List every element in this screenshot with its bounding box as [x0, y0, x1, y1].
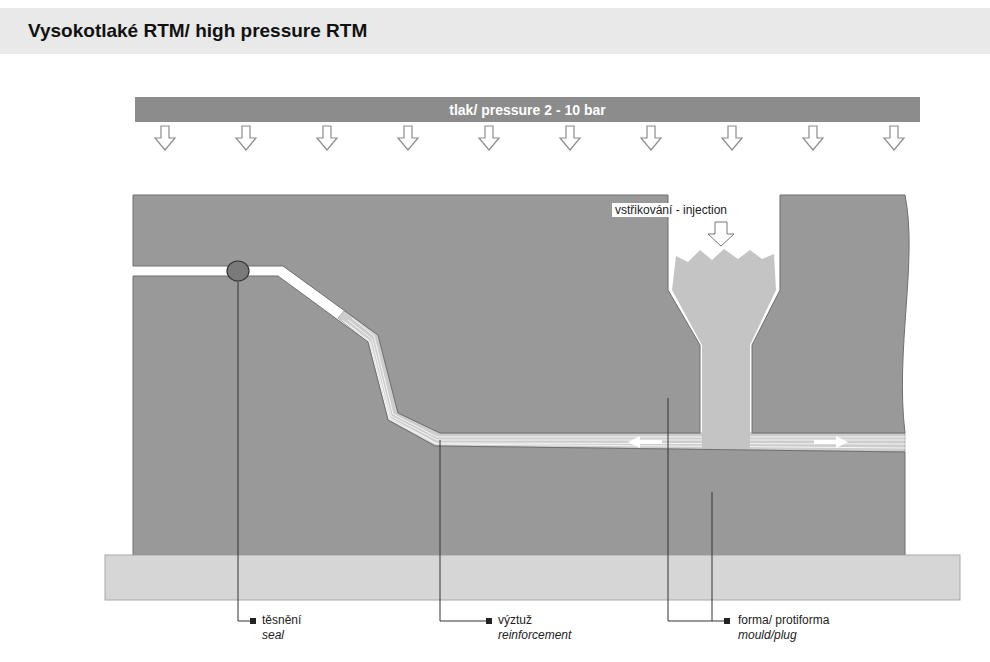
pressure-arrow [398, 126, 418, 150]
pressure-text: tlak/ pressure 2 - 10 bar [449, 102, 605, 118]
part-label: forma/ protiforma [738, 613, 829, 627]
diagram-title: Vysokotlaké RTM/ high pressure RTM [28, 20, 367, 42]
part-label: reinforcement [498, 628, 571, 642]
part-label: výztuž [498, 613, 532, 627]
pressure-arrow [641, 126, 661, 150]
pressure-arrows [155, 126, 904, 150]
injection-label: vstřikování - injection [612, 203, 730, 217]
pressure-arrow [317, 126, 337, 150]
pressure-bar: tlak/ pressure 2 - 10 bar [135, 97, 920, 122]
leader-marks [250, 618, 730, 624]
part-label: těsnění [262, 613, 301, 627]
base-plate [105, 555, 960, 600]
part-label: seal [262, 628, 284, 642]
seal-ring [227, 261, 249, 281]
flow-arrow [628, 436, 662, 448]
upper-mould [752, 195, 909, 433]
title-rule [0, 54, 990, 56]
pressure-arrow [722, 126, 742, 150]
pressure-arrow [560, 126, 580, 150]
flow-arrow [814, 436, 848, 448]
pressure-arrow [236, 126, 256, 150]
pressure-arrow [155, 126, 175, 150]
pressure-arrow [884, 126, 904, 150]
lower-mould [133, 276, 905, 555]
pressure-arrow [803, 126, 823, 150]
part-label: mould/plug [738, 628, 797, 642]
title-band [0, 8, 990, 54]
pressure-arrow [479, 126, 499, 150]
resin-injection [672, 249, 776, 452]
injection-arrow [708, 222, 734, 246]
leader-lines [238, 282, 724, 621]
